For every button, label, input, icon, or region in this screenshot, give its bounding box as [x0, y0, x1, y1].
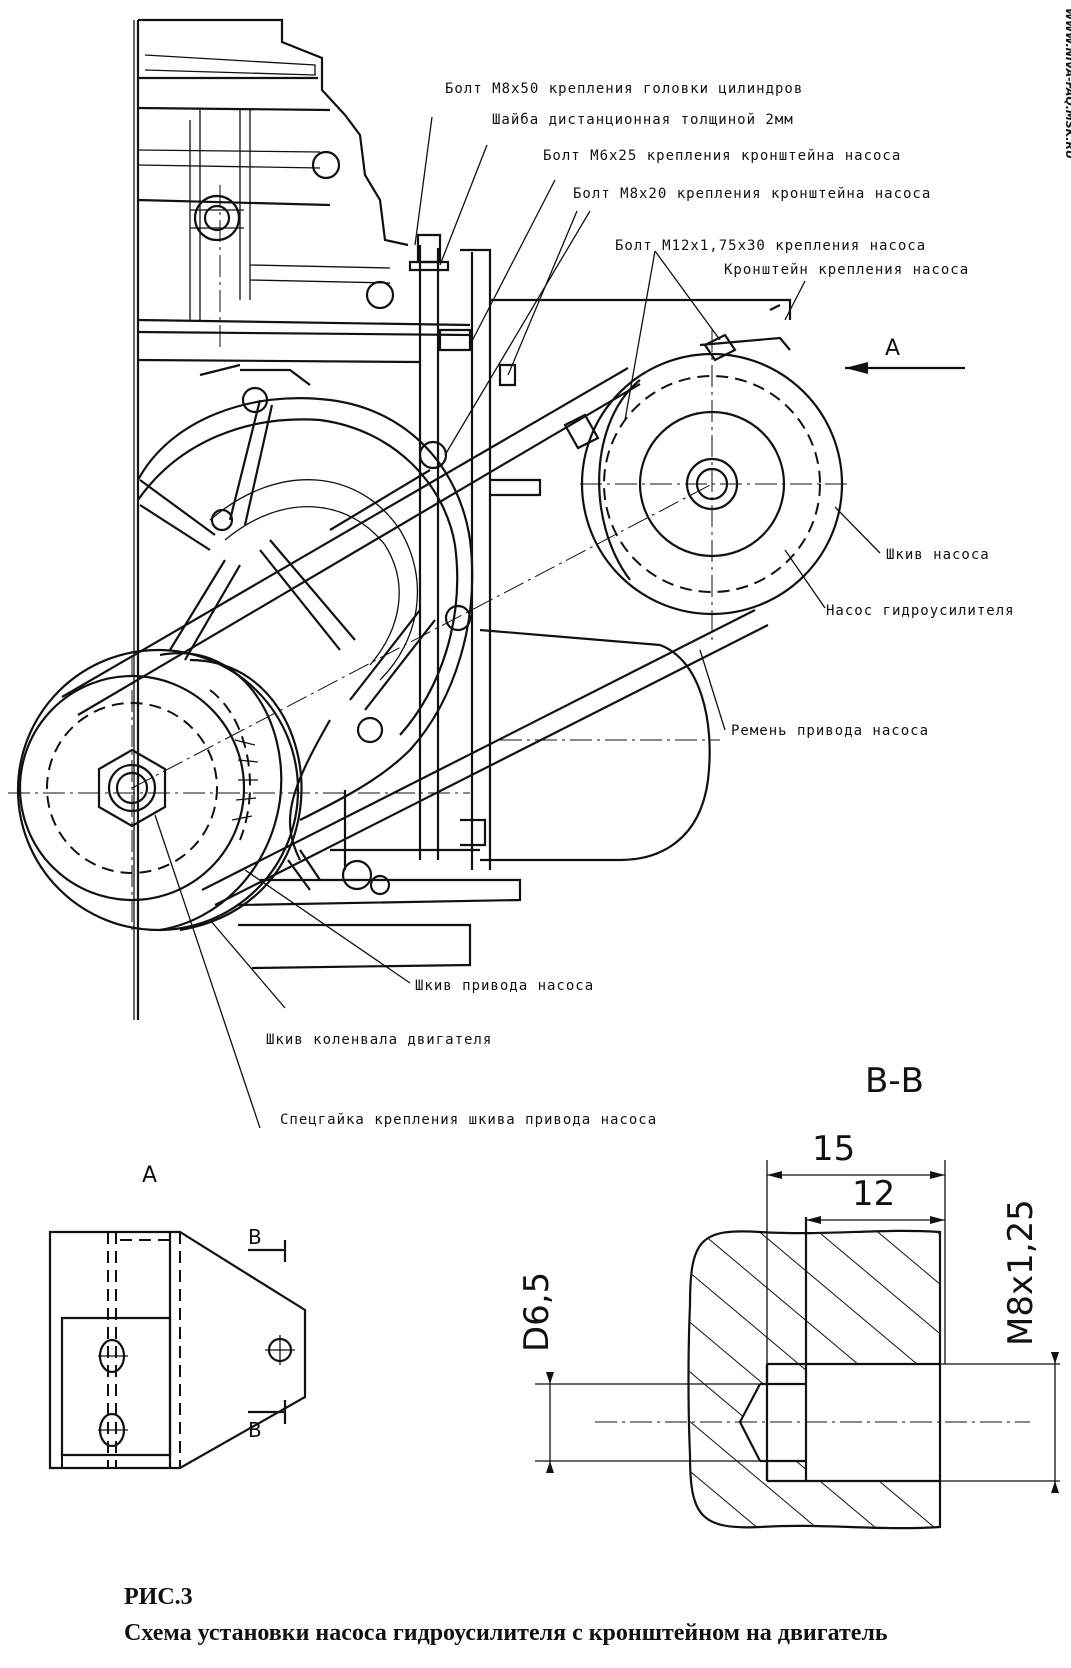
figure-caption: Схема установки насоса гидроусилителя с …	[124, 1620, 888, 1646]
section-bb: В-В 15 12 D6,5 M8x1,25	[517, 1061, 1060, 1530]
lower-block	[237, 849, 522, 970]
watermark-text: WWW.NIVA-FAQ.MSK.RU	[1063, 8, 1071, 159]
leader-lines	[154, 116, 881, 1129]
callout-spacer: Шайба дистанционная толщиной 2мм	[492, 112, 794, 128]
dim-outer-depth: 15	[812, 1129, 855, 1169]
center-lines	[8, 185, 850, 930]
callout-crank-pulley: Шкив коленвала двигателя	[266, 1032, 492, 1048]
view-a-title: А	[142, 1163, 157, 1188]
power-steering-pump	[479, 333, 844, 862]
callout-pump: Насос гидроусилителя	[826, 603, 1015, 619]
timing-cover	[137, 397, 480, 870]
drive-belt	[61, 367, 769, 906]
callout-bolt-m8: Болт М8х20 крепления кронштейна насоса	[573, 186, 931, 202]
pump-bracket	[408, 233, 792, 870]
view-a-arrow-label: А	[885, 336, 900, 361]
dim-thread: M8x1,25	[1001, 1199, 1041, 1346]
callout-bolt-m6: Болт М6х25 крепления кронштейна насоса	[543, 148, 901, 164]
engine-block	[133, 18, 471, 1020]
section-title: В-В	[865, 1061, 924, 1101]
dim-thread-depth: 12	[852, 1174, 895, 1214]
figure-number: РИС.3	[124, 1584, 193, 1610]
callout-bracket: Кронштейн крепления насоса	[724, 262, 969, 278]
callout-special-nut: Спецгайка крепления шкива привода насоса	[280, 1112, 657, 1128]
callout-belt: Ремень привода насоса	[731, 723, 929, 739]
crankshaft-pulley	[16, 648, 303, 932]
callout-drive-pulley: Шкив привода насоса	[415, 978, 594, 994]
dim-drill-dia: D6,5	[517, 1272, 557, 1352]
callout-bolt-m12: Болт М12х1,75х30 крепления насоса	[615, 238, 926, 254]
view-a-bracket: А В В	[48, 1163, 307, 1470]
section-mark-top: В	[248, 1225, 262, 1249]
view-a-arrow: А	[845, 336, 965, 374]
section-mark-bottom: В	[248, 1418, 262, 1442]
callout-pump-pulley: Шкив насоса	[886, 547, 990, 563]
callout-bolt-head: Болт М8х50 крепления головки цилиндров	[445, 81, 803, 97]
